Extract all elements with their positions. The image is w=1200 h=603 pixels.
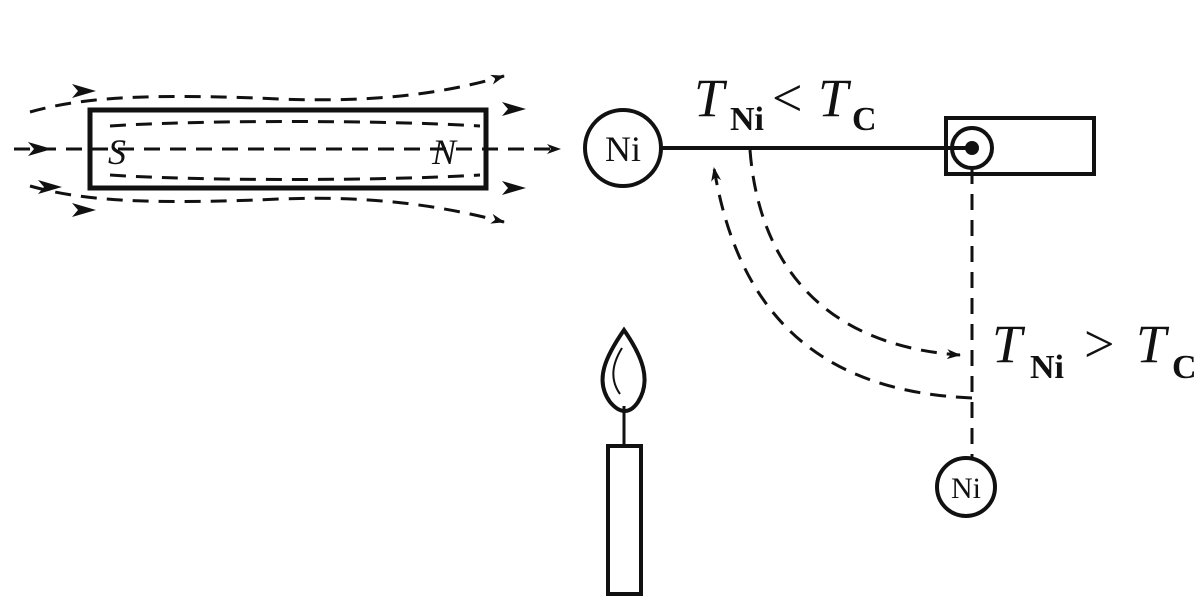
svg-text:T: T: [818, 68, 852, 128]
field-line-inner-bottom: [109, 173, 481, 181]
swing-paths: [711, 149, 974, 466]
arrow-outer-top-left: [72, 84, 96, 98]
swing-path-inner: [748, 149, 961, 360]
magnetic-field-lines: [14, 74, 561, 224]
candle-body: [606, 444, 643, 596]
pivot-support: [944, 116, 1096, 176]
svg-text:Ni: Ni: [1030, 349, 1064, 386]
svg-text:T: T: [694, 68, 728, 128]
condition-cold-label: T Ni < T C: [694, 68, 877, 138]
magnet-north-label: N: [431, 132, 458, 172]
swing-path-outer: [711, 167, 973, 400]
arrow-inner-bottom-right: [502, 181, 526, 195]
magnet-south-label: S: [108, 132, 126, 172]
arrow-center-left: [28, 142, 52, 156]
field-line-inner-top: [109, 120, 481, 128]
candle-flame-icon: [600, 326, 647, 413]
svg-text:>: >: [1084, 314, 1114, 374]
condition-hot-label: T Ni > T C: [992, 314, 1197, 386]
svg-text:C: C: [852, 101, 877, 138]
nickel-label-hanging: Ni: [951, 472, 981, 505]
svg-text:C: C: [1172, 349, 1197, 386]
nickel-label-attracted: Ni: [605, 129, 641, 169]
nickel-ball-hanging: [935, 456, 997, 518]
candle-flame-inner-icon: [612, 347, 623, 395]
arrow-outer-bottom-left: [72, 203, 96, 217]
pivot-center: [965, 141, 979, 155]
svg-text:<: <: [772, 68, 802, 128]
arrow-inner-top-right: [502, 102, 526, 116]
arrow-inner-bottom-left: [38, 180, 62, 194]
field-line-outer-top: [29, 74, 505, 114]
field-line-outer-bottom: [29, 184, 505, 224]
svg-text:T: T: [1136, 314, 1170, 374]
field-arrowheads: [28, 84, 526, 217]
candle: [600, 326, 647, 596]
svg-text:T: T: [992, 314, 1026, 374]
svg-text:Ni: Ni: [730, 101, 764, 138]
